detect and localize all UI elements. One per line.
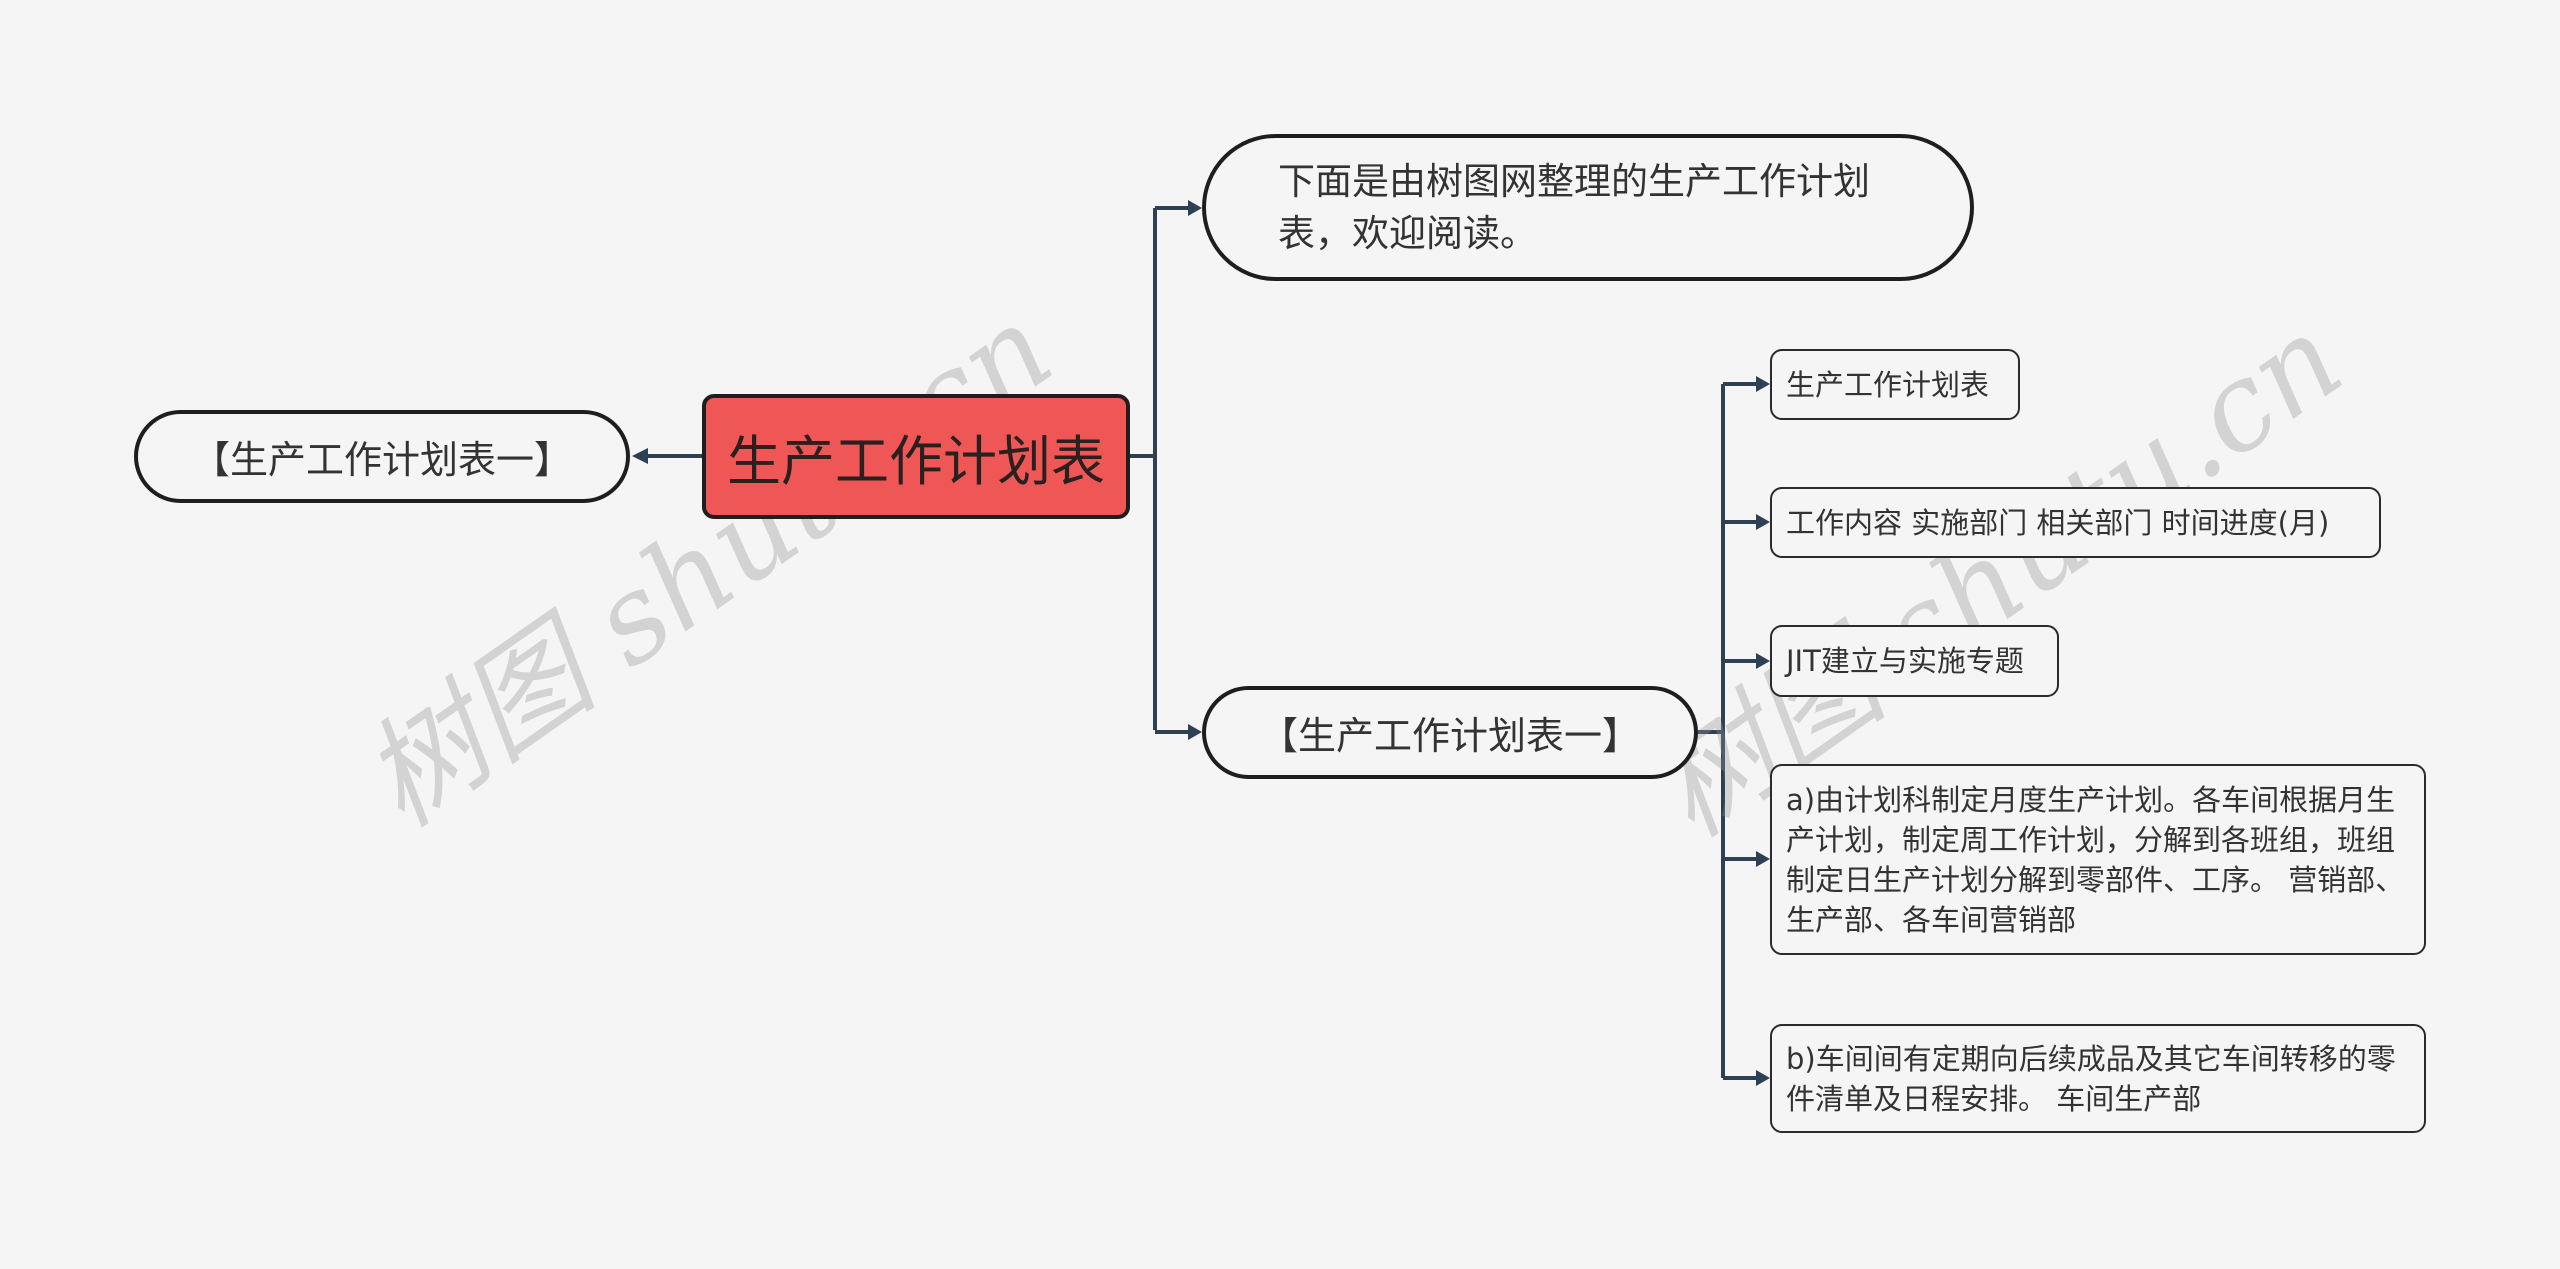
arrow-icon <box>632 448 648 464</box>
node-label: 下面是由树图网整理的生产工作计划表，欢迎阅读。 <box>1278 159 1870 255</box>
arrow-icon <box>1188 724 1202 740</box>
intro-node[interactable]: 下面是由树图网整理的生产工作计划表，欢迎阅读。 <box>1202 134 1974 281</box>
node-label: a)由计划科制定月度生产计划。各车间根据月生产计划，制定周工作计划，分解到各班组… <box>1786 782 2405 937</box>
node-label: JIT建立与实施专题 <box>1786 644 2024 678</box>
sub-node[interactable]: 【生产工作计划表一】 <box>1202 686 1698 779</box>
node-label: 生产工作计划表 <box>727 430 1105 493</box>
arrow-icon <box>1756 514 1770 530</box>
node-label: 【生产工作计划表一】 <box>1259 714 1640 758</box>
arrow-icon <box>1188 200 1202 216</box>
root-node[interactable]: 生产工作计划表 <box>702 394 1130 519</box>
node-label: 【生产工作计划表一】 <box>191 438 572 482</box>
connector-root-spine <box>1130 208 1157 730</box>
leaf-node[interactable]: JIT建立与实施专题 <box>1770 625 2059 697</box>
leaf-node[interactable]: a)由计划科制定月度生产计划。各车间根据月生产计划，制定周工作计划，分解到各班组… <box>1770 764 2426 955</box>
leaf-node[interactable]: b)车间间有定期向后续成品及其它车间转移的零件清单及日程安排。 车间生产部 <box>1770 1024 2426 1133</box>
arrow-icon <box>1756 1070 1770 1086</box>
node-label: b)车间间有定期向后续成品及其它车间转移的零件清单及日程安排。 车间生产部 <box>1786 1041 2396 1116</box>
arrow-icon <box>1756 653 1770 669</box>
connector-sub-spine <box>1698 384 1725 1078</box>
arrow-icon <box>1756 376 1770 392</box>
left-node[interactable]: 【生产工作计划表一】 <box>134 410 630 503</box>
arrow-icon <box>1756 851 1770 867</box>
node-label: 生产工作计划表 <box>1786 367 1990 402</box>
node-label: 工作内容 实施部门 相关部门 时间进度(月) <box>1786 505 2330 540</box>
leaf-node[interactable]: 生产工作计划表 <box>1770 349 2020 420</box>
leaf-node[interactable]: 工作内容 实施部门 相关部门 时间进度(月) <box>1770 487 2381 558</box>
